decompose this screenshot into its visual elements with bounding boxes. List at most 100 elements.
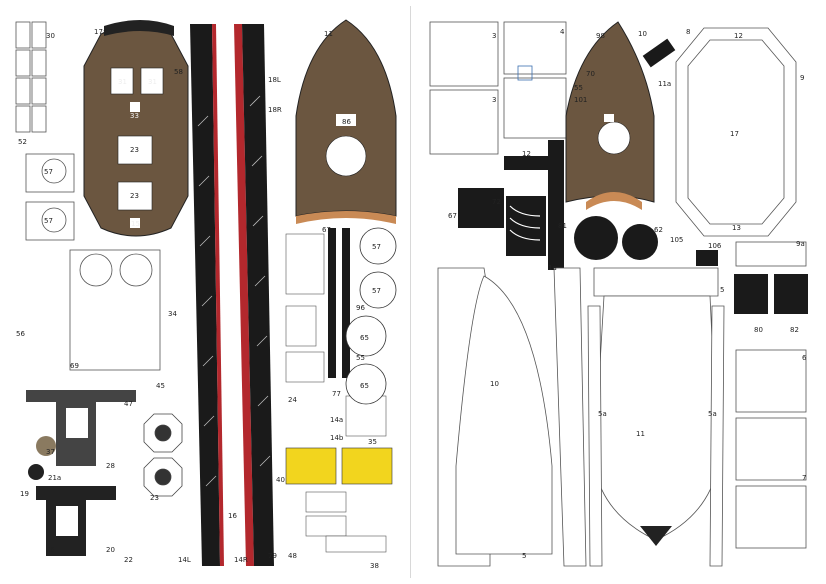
- part-label-12-b: 12: [522, 150, 531, 158]
- part-label-10-b: 10: [490, 380, 499, 388]
- small-fittings-grid: [285, 233, 387, 553]
- stern-mark: [640, 526, 672, 546]
- part-label-67: 67: [322, 226, 331, 234]
- black-strip-parts: [328, 228, 350, 378]
- part-label-77: 77: [332, 390, 341, 398]
- part-label-82: 82: [790, 326, 799, 334]
- part-label-105: 105: [670, 236, 683, 244]
- part-label-11a: 11a: [658, 80, 671, 88]
- part-label-57-a: 57: [44, 168, 53, 176]
- part-label-80: 80: [754, 326, 763, 334]
- part-label-6: 6: [802, 354, 807, 362]
- part-label-106: 106: [708, 242, 722, 250]
- part-label-45: 45: [156, 382, 165, 390]
- part-label-5a-a: 5a: [598, 410, 607, 418]
- part-label-18R: 18R: [268, 106, 282, 114]
- part-label-7: 7: [802, 474, 806, 482]
- hull-bottom-left-part: [437, 267, 587, 567]
- octagonal-frame-part: [675, 27, 797, 237]
- part-label-55: 55: [574, 84, 583, 92]
- part-label-35: 35: [368, 438, 377, 446]
- part-label-56: 56: [16, 330, 25, 338]
- part-label-65-a: 65: [360, 334, 369, 342]
- part-label-1a: 1a: [548, 264, 557, 272]
- part-label-11: 11: [636, 430, 645, 438]
- part-label-62: 62: [654, 226, 663, 234]
- white-panel-parts: [25, 153, 161, 371]
- part-label-70: 70: [586, 70, 595, 78]
- part-label-34: 34: [168, 310, 177, 318]
- hull-bottom-right-part: [587, 267, 725, 567]
- part-label-5a-b: 5a: [708, 410, 717, 418]
- part-label-18L: 18L: [268, 76, 281, 84]
- part-label-17a: 17a: [94, 28, 107, 36]
- part-label-55: 55: [356, 354, 365, 362]
- flow-line-parts: [461, 205, 541, 264]
- part-label-79: 79: [268, 552, 277, 560]
- bow-deck-right-part: [565, 21, 655, 210]
- part-label-48: 48: [288, 552, 297, 560]
- part-label-19: 19: [20, 490, 29, 498]
- part-label-9: 9: [800, 74, 804, 82]
- part-label-28: 28: [106, 462, 115, 470]
- octagon-parts: [143, 413, 183, 497]
- part-label-3-b: 3: [492, 96, 496, 104]
- part-label-57-b: 57: [44, 217, 53, 225]
- part-label-98: 98: [596, 32, 605, 40]
- part-label-10: 10: [638, 30, 647, 38]
- part-label-58: 58: [174, 68, 183, 76]
- part-label-67: 67: [448, 212, 457, 220]
- part-label-15: 15: [131, 220, 140, 228]
- right-parts-drawing: 3 3 4 8 10 11a 12 12 17 13 9 72 81 67 1a…: [429, 21, 808, 567]
- part-label-72: 72: [492, 198, 501, 206]
- part-label-5-b: 5: [522, 552, 526, 560]
- part-label-96: 96: [356, 304, 365, 312]
- part-label-23-b: 23: [130, 192, 139, 200]
- part-label-11: 11: [324, 30, 333, 38]
- part-label-38: 38: [370, 562, 379, 570]
- part-label-13: 13: [732, 224, 741, 232]
- part-label-12-a: 12: [734, 32, 743, 40]
- part-label-16: 16: [228, 512, 237, 520]
- part-label-14a: 14a: [330, 416, 343, 424]
- part-label-65-b: 65: [360, 382, 369, 390]
- part-label-21a: 21a: [48, 474, 61, 482]
- part-label-57-c: 57: [372, 243, 381, 251]
- part-label-14R: 14R: [234, 556, 248, 564]
- part-label-37: 37: [46, 448, 55, 456]
- part-label-36: 36: [46, 546, 55, 554]
- part-label-69: 69: [70, 362, 79, 370]
- small-box-parts: [15, 21, 47, 133]
- part-label-23-a: 23: [130, 146, 139, 154]
- left-page: 30 17a 31 31 33 23 23 15 57 57 52 56 69 …: [6, 6, 411, 578]
- part-label-23-c: 23: [150, 494, 159, 502]
- round-black-parts: [574, 216, 658, 260]
- part-label-47: 47: [124, 400, 133, 408]
- part-label-5-a: 5: [720, 286, 724, 294]
- top-curved-part: [104, 20, 174, 36]
- cabin-box-parts: [429, 21, 567, 155]
- part-label-52: 52: [18, 138, 27, 146]
- hull-strip-left: [190, 24, 224, 566]
- part-label-31-a: 31: [118, 78, 127, 86]
- black-panel-parts: [458, 38, 808, 314]
- part-label-57-d: 57: [372, 287, 381, 295]
- part-label-14L: 14L: [178, 556, 191, 564]
- part-label-14b: 14b: [330, 434, 344, 442]
- part-label-101: 101: [574, 96, 587, 104]
- part-label-33: 33: [130, 112, 139, 120]
- part-label-31-b: 31: [148, 78, 157, 86]
- yellow-hatch-parts: [285, 447, 393, 485]
- part-label-40: 40: [276, 476, 285, 484]
- part-label-4: 4: [560, 28, 565, 36]
- part-label-8: 8: [686, 28, 690, 36]
- bow-deck-part: [295, 19, 397, 224]
- part-label-9a: 9a: [796, 240, 805, 248]
- part-label-3-a: 3: [492, 32, 496, 40]
- left-parts-drawing: 30 17a 31 31 33 23 23 15 57 57 52 56 69 …: [15, 19, 397, 570]
- right-column-box-parts: [735, 241, 807, 549]
- round-parts: [345, 227, 397, 405]
- part-label-22: 22: [124, 556, 133, 564]
- part-label-20: 20: [106, 546, 115, 554]
